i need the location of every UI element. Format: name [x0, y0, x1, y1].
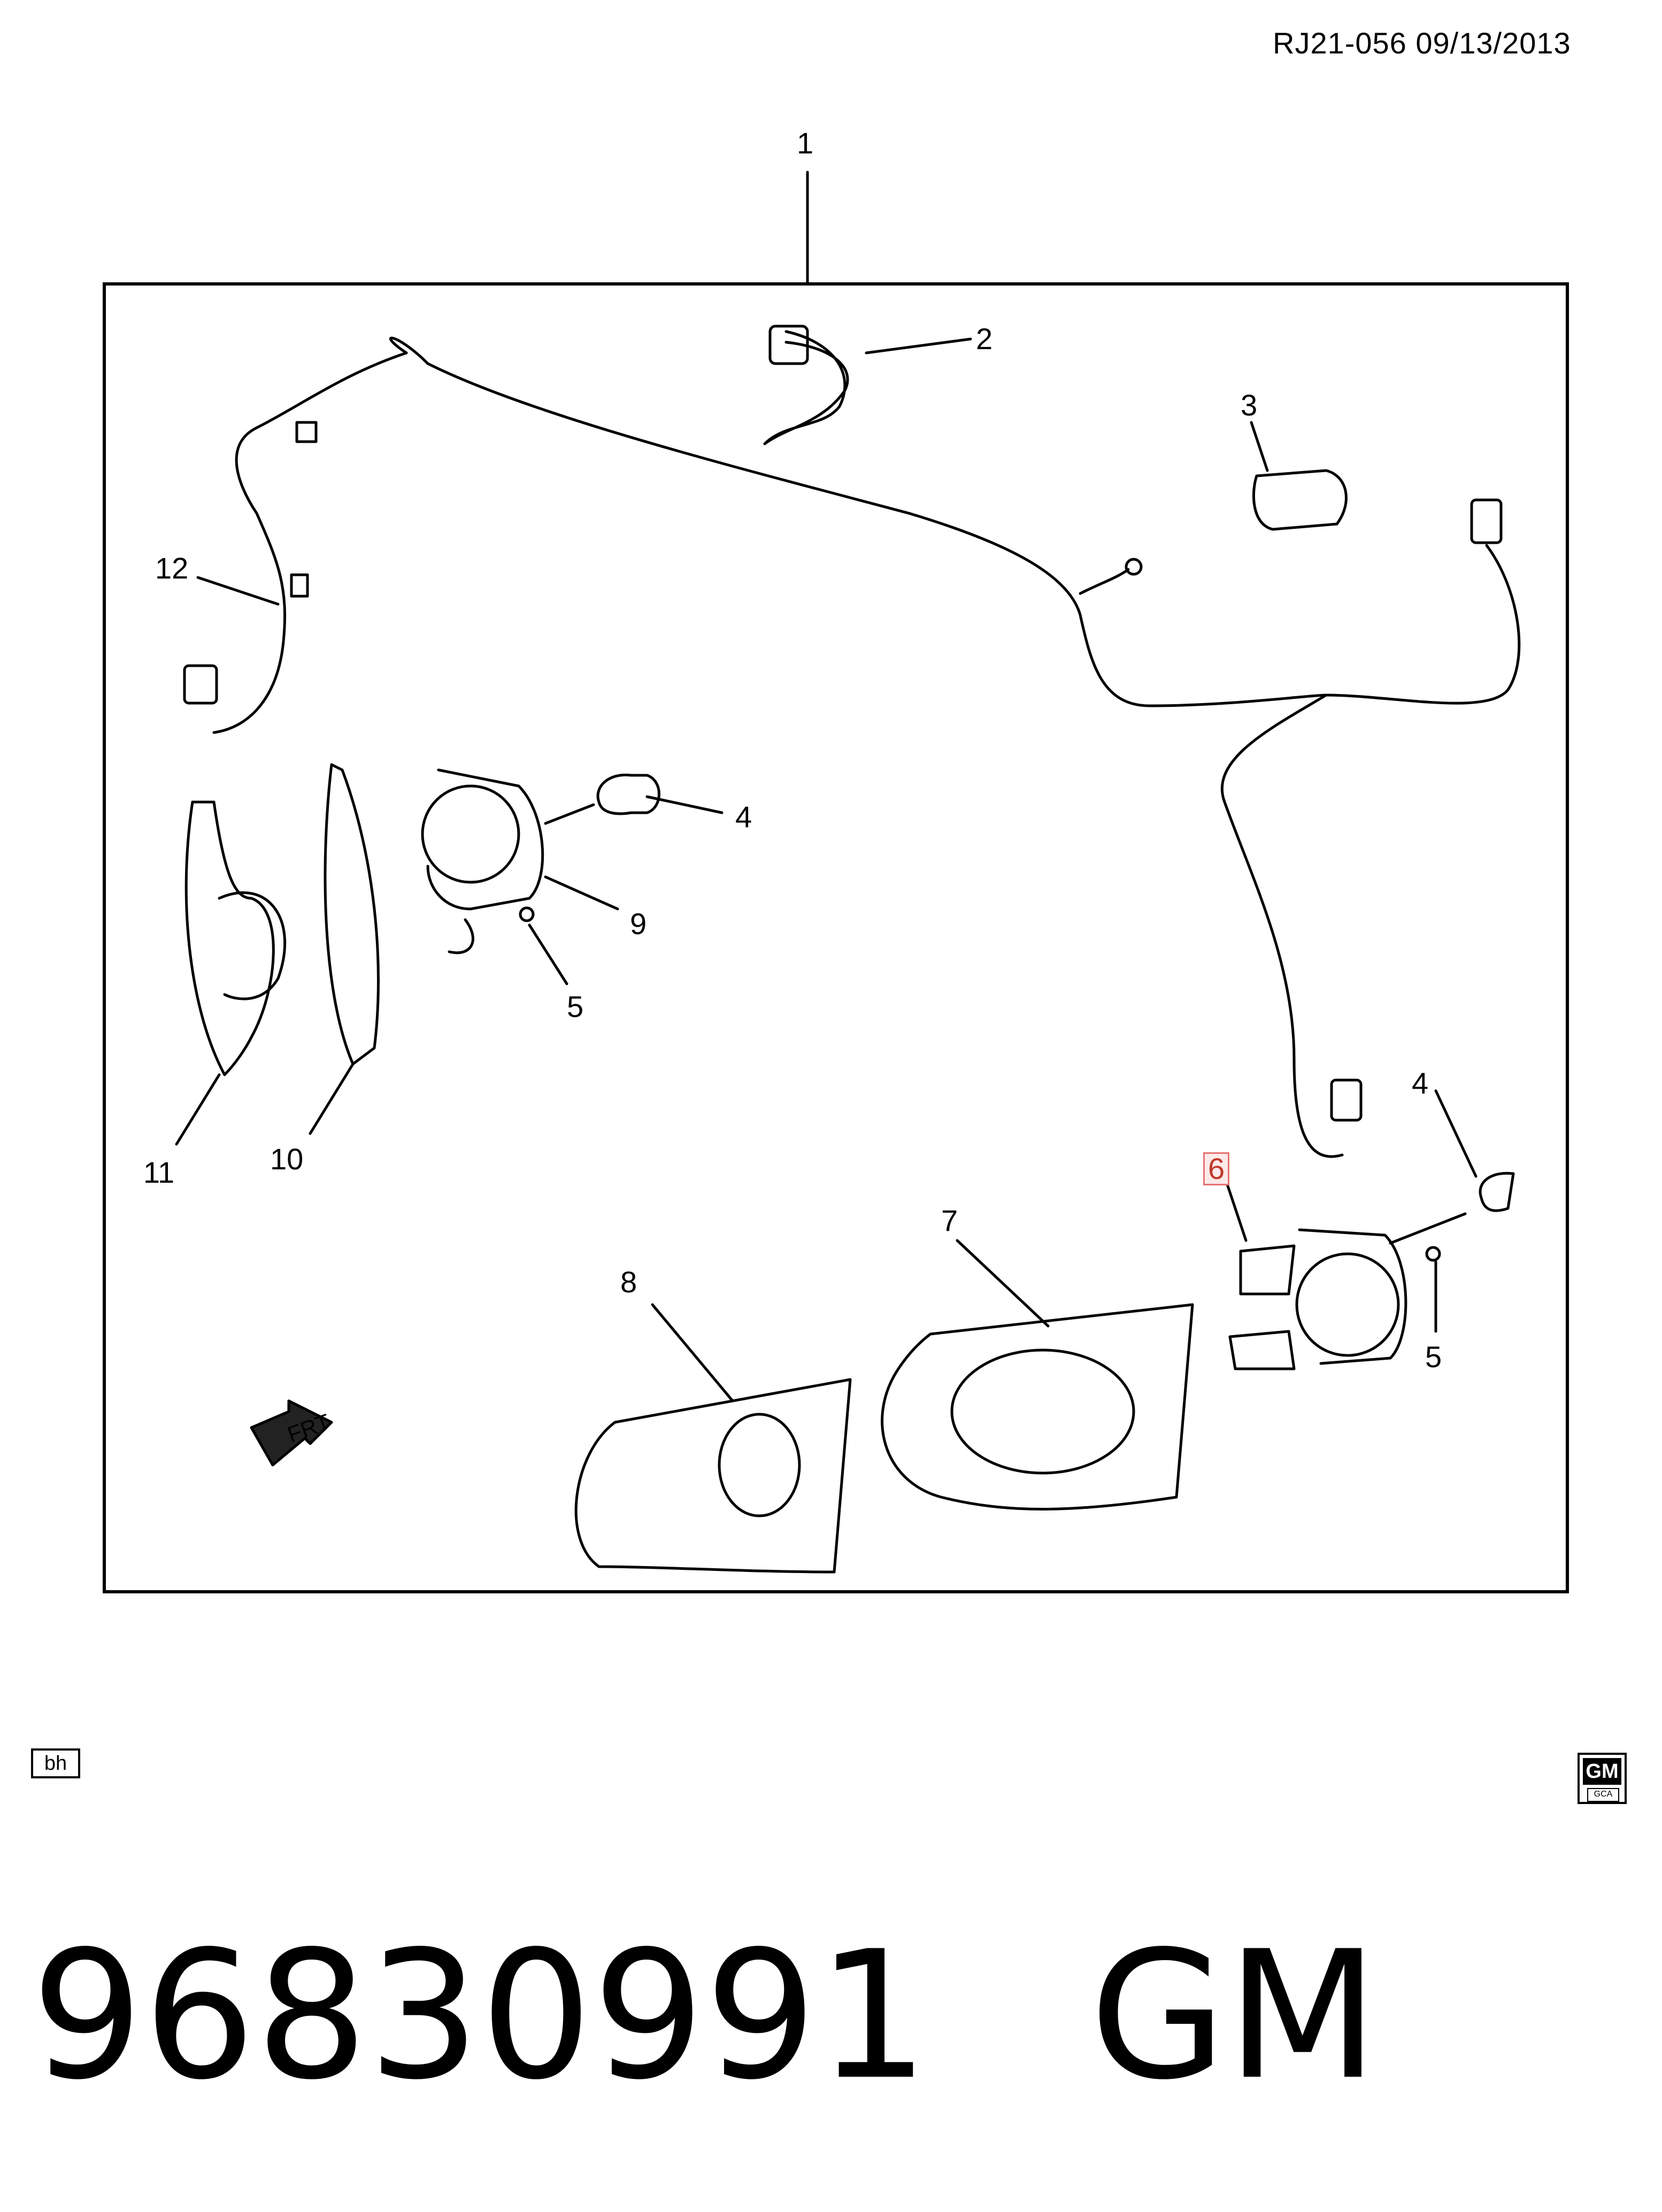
gm-logo-sub: GCA	[1587, 1788, 1619, 1802]
frt-arrow-icon	[250, 1399, 333, 1467]
harness-connector-lower-right	[1330, 1078, 1363, 1122]
callout-5: 5	[1425, 1340, 1442, 1374]
parts-drawing: FRT	[175, 171, 1521, 1574]
callout-4: 4	[735, 800, 752, 834]
callout-4: 4	[1412, 1066, 1429, 1100]
part-4-bulb-right	[1479, 1171, 1515, 1212]
gm-logo-mark: GM	[1583, 1758, 1621, 1785]
part-4-bulb-left	[596, 773, 660, 815]
part-2-strap-clip	[763, 330, 849, 445]
callout-2: 2	[976, 322, 993, 356]
part-6-fog-lamp	[1295, 1252, 1400, 1357]
ground-eyelet	[1125, 558, 1143, 576]
part-8-bezel	[574, 1378, 852, 1574]
callout-6-highlighted: 6	[1203, 1152, 1230, 1185]
part-5-screw-right	[1425, 1246, 1441, 1262]
part-11-bezel	[184, 800, 275, 1076]
callout-9: 9	[630, 907, 647, 941]
part-3-connector	[1252, 469, 1348, 531]
harness-connector-top-right	[1470, 498, 1503, 544]
part-5-screw-left	[519, 906, 535, 922]
callout-5: 5	[567, 990, 584, 1023]
harness-connector-left	[183, 664, 218, 705]
brand-name: GM	[1089, 1913, 1379, 2118]
callout-7: 7	[941, 1204, 958, 1237]
bh-tag: bh	[31, 1748, 80, 1778]
callout-8: 8	[620, 1265, 637, 1299]
wiring-harness	[389, 336, 1521, 707]
diagram-frame	[103, 282, 1569, 1593]
part-9-fog-lamp	[421, 784, 520, 884]
callout-3: 3	[1241, 388, 1258, 422]
callout-11: 11	[143, 1155, 175, 1189]
callout-10: 10	[270, 1142, 304, 1176]
part-7-bezel	[881, 1303, 1194, 1510]
callout-1: 1	[797, 126, 814, 160]
part-number-value: 96830991	[31, 1913, 929, 2118]
diagram-reference-code: RJ21-056 09/13/2013	[1273, 26, 1571, 60]
callout-12: 12	[155, 551, 189, 585]
gm-logo: GM GCA	[1578, 1753, 1627, 1804]
part-10-trim-strip	[324, 763, 380, 1066]
